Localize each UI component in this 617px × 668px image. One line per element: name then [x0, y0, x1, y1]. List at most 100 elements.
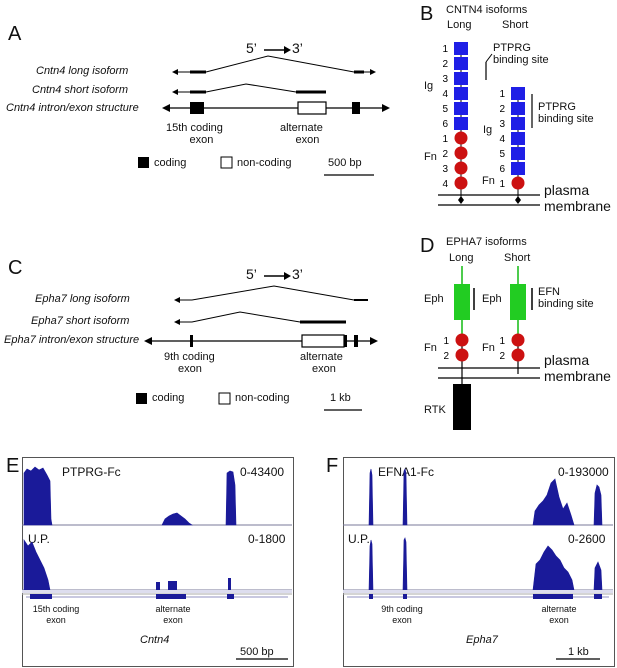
- panel-e-frame: [22, 457, 294, 667]
- panel-a-legend-noncoding: non-coding: [237, 157, 292, 169]
- panel-b-ig-long: Ig: [424, 80, 434, 92]
- panel-c-scale-label: 1 kb: [330, 392, 351, 404]
- panel-e-exon2-line1: alternate: [155, 604, 191, 614]
- panel-d-membrane-line1: plasma: [544, 352, 590, 368]
- panel-b-short-ig-domain: [511, 132, 525, 145]
- panel-b-short-ig-domain: [511, 147, 525, 160]
- panel-a-short-arrowhead: [172, 89, 178, 95]
- panel-b-long-fn-domain: [454, 131, 468, 145]
- panel-c-legend-noncoding-box: [218, 392, 231, 405]
- panel-a-short-label: Cntn4 short isoform: [32, 84, 128, 96]
- panel-b-long-ig-domain: [454, 102, 468, 115]
- panel-d-long: Long: [449, 252, 474, 264]
- panel-d-letter: D: [420, 235, 435, 257]
- panel-a-short-splice: [205, 83, 297, 93]
- panel-e-exon2-line2: exon: [163, 615, 183, 625]
- panel-b-long-ig-domain: [454, 42, 468, 55]
- panel-b-long-fn-number: 4: [442, 179, 448, 190]
- panel-d-long-kinase-domain: [453, 384, 471, 430]
- panel-d-eph-long: Eph: [424, 293, 444, 305]
- panel-b-letter: B: [420, 3, 434, 25]
- panel-f-track1-peak-alternate: [532, 478, 575, 526]
- panel-a-long-arrowhead-right: [370, 69, 376, 75]
- panel-a-exon2-box: [297, 101, 327, 115]
- panel-c-legend-coding: coding: [152, 392, 185, 404]
- panel-d-fn-short: Fn: [482, 342, 495, 354]
- panel-f-track2-peak-exon4: [593, 561, 603, 591]
- panel-d-binding-line1: EFN: [538, 286, 560, 298]
- panel-b-membrane-line2: membrane: [544, 198, 611, 214]
- panel-c-exon1-line1: 9th coding: [164, 351, 215, 363]
- panel-f-track1-peak-exon2: [402, 468, 408, 526]
- panel-a-exon2-line2: exon: [295, 134, 320, 146]
- panel-b-short-ig-number: 2: [499, 104, 505, 115]
- panel-f-exon1-mark: [369, 594, 373, 599]
- panel-c-direction-arrowhead: [284, 272, 291, 280]
- panel-a-structure-label: Cntn4 intron/exon structure: [6, 102, 139, 114]
- panel-b-short-fn-domain: [511, 176, 525, 190]
- panel-f-track2-range: 0-2600: [568, 532, 606, 546]
- panel-b-short-fn-number: 1: [499, 179, 505, 190]
- panel-a-exon2-line1: alternate: [280, 122, 323, 134]
- panel-f-track2-peak-exon2: [402, 537, 408, 591]
- panel-e-track1-range: 0-43400: [240, 465, 285, 479]
- panel-f-track2-peak-exon1: [368, 539, 374, 591]
- panel-e-track2-bar-3: [228, 578, 231, 590]
- panel-c-exon4-box: [354, 335, 358, 347]
- panel-d-eph-short: Eph: [482, 293, 502, 305]
- panel-d-long-eph-domain: [454, 284, 470, 320]
- panel-a-exon3-box: [352, 102, 360, 114]
- panel-b-long-fn-domain: [454, 176, 468, 190]
- panel-b-short: Short: [502, 19, 529, 31]
- panel-a-direction-3: 3’: [292, 40, 303, 56]
- panel-b-short-ig-number: 1: [499, 89, 505, 100]
- panel-d-long-fn-domain: [455, 333, 469, 347]
- panel-b-long-ig-number: 1: [442, 44, 448, 55]
- panel-e-gene: Cntn4: [140, 634, 170, 646]
- panel-a-exon1-box: [190, 102, 204, 114]
- panel-b-long: Long: [447, 19, 472, 31]
- panel-b-short-ig-number: 3: [499, 119, 505, 130]
- panel-d-binding-line2: binding site: [538, 298, 594, 310]
- panel-a-scale-label: 500 bp: [328, 157, 362, 169]
- panel-c-exon1-line2: exon: [178, 363, 202, 375]
- panel-c-exon2-line2: exon: [312, 363, 336, 375]
- panel-f-exon2-label: alternate exon: [534, 604, 584, 626]
- panel-c-structure-arrowhead-right: [370, 337, 378, 345]
- panel-a-exon1-label: 15th coding exon: [166, 122, 223, 146]
- panel-c-exon2-box: [301, 334, 345, 348]
- panel-f-exon2-line1: alternate: [541, 604, 577, 614]
- panel-c-short-splice: [190, 311, 301, 323]
- panel-d-short-fn-domain: [511, 348, 525, 362]
- panel-e-exon2-mark: [156, 594, 186, 599]
- panel-f-track1-range: 0-193000: [558, 465, 609, 479]
- panel-e-track2-range: 0-1800: [248, 532, 286, 546]
- panel-c-exon1-box: [190, 335, 193, 347]
- panel-b-short-ig-domain: [511, 87, 525, 100]
- panel-b-long-ig-domain: [454, 57, 468, 70]
- panel-c-long-arrowhead: [174, 297, 180, 303]
- panel-a-exon1-line2: exon: [189, 134, 214, 146]
- panel-d-short-fn-number: 1: [499, 336, 505, 347]
- panel-f-scale: 1 kb: [568, 646, 589, 658]
- panel-f-track2-peak-alternate: [532, 545, 575, 591]
- panel-b-membrane: plasma membrane: [544, 182, 611, 214]
- panel-a-structure-arrowhead-left: [162, 104, 170, 112]
- panel-b-short-ig-domain: [511, 117, 525, 130]
- panel-e-exon1-line1: 15th coding: [32, 604, 80, 614]
- panel-a-long-arrowhead-left: [172, 69, 178, 75]
- panel-b-binding-long-line1: PTPRG: [493, 42, 531, 54]
- panel-a-legend-noncoding-box: [220, 156, 233, 169]
- panel-e-track1-label: PTPRG-Fc: [62, 465, 121, 479]
- panel-b-binding-short-line2: binding site: [538, 113, 594, 125]
- panel-b-ig-short: Ig: [483, 124, 493, 136]
- panel-d-long-fn-number: 1: [443, 336, 449, 347]
- panel-c-exon1-label: 9th coding exon: [164, 351, 215, 375]
- panel-b-binding-short: PTPRG binding site: [538, 101, 594, 125]
- panel-d-short-fn-number: 2: [499, 351, 505, 362]
- panel-a-gene-diagram: [138, 46, 390, 176]
- panel-e-exon1-line2: exon: [46, 615, 66, 625]
- panel-c-exon2-line1: alternate: [300, 351, 343, 363]
- panel-c-gene-diagram: [136, 272, 378, 411]
